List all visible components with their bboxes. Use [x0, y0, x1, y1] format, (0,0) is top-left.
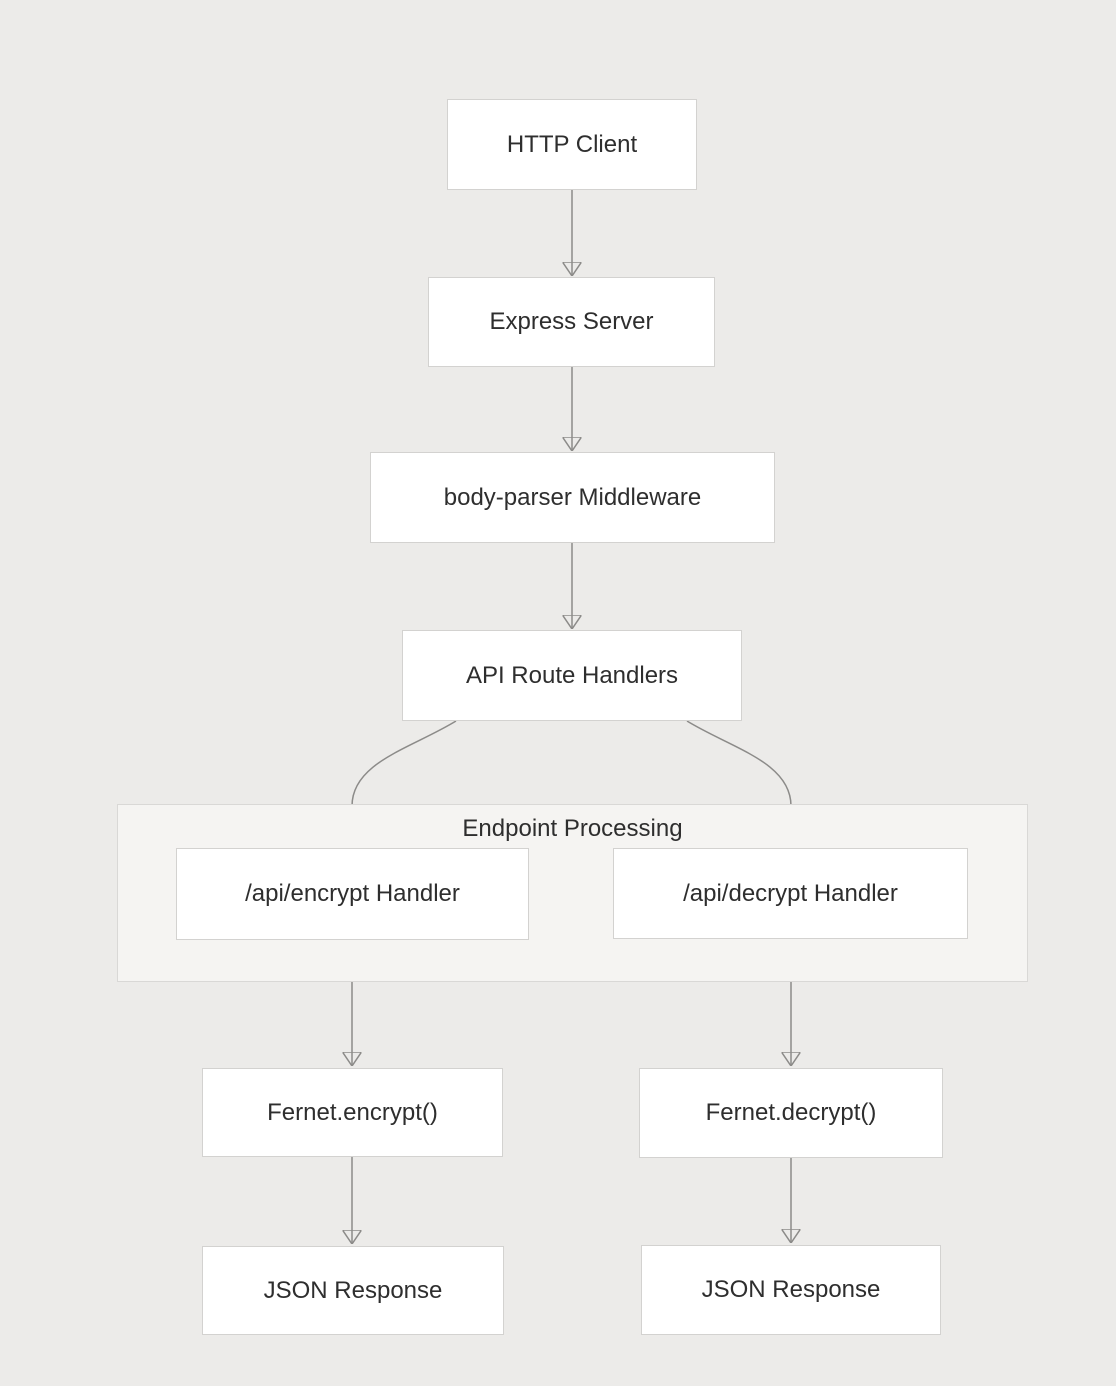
subgraph-title: Endpoint Processing: [462, 815, 683, 842]
node-label: /api/decrypt Handler: [683, 879, 898, 907]
node-label: /api/encrypt Handler: [245, 880, 460, 907]
node-label: HTTP Client: [506, 130, 638, 158]
node-json-response-encrypt: JSON Response: [202, 1246, 504, 1335]
node-json-response-decrypt: JSON Response: [641, 1245, 941, 1335]
node-label: JSON Response: [263, 1276, 443, 1304]
node-label: Fernet.encrypt(): [267, 1098, 438, 1126]
node-label: API Route Handlers: [465, 661, 679, 689]
node-http-client: HTTP Client: [447, 99, 697, 190]
node-api-route-handlers: API Route Handlers: [402, 630, 742, 721]
node-label: JSON Response: [701, 1276, 881, 1303]
node-label: Fernet.decrypt(): [705, 1099, 877, 1126]
node-label: body-parser Middleware: [443, 483, 702, 511]
node-body-parser-middleware: body-parser Middleware: [370, 452, 775, 543]
node-api-encrypt-handler: /api/encrypt Handler: [176, 848, 529, 940]
node-express-server: Express Server: [428, 277, 715, 367]
node-fernet-encrypt: Fernet.encrypt(): [202, 1068, 503, 1157]
node-fernet-decrypt: Fernet.decrypt(): [639, 1068, 943, 1158]
node-label: Express Server: [489, 308, 654, 335]
node-api-decrypt-handler: /api/decrypt Handler: [613, 848, 968, 939]
